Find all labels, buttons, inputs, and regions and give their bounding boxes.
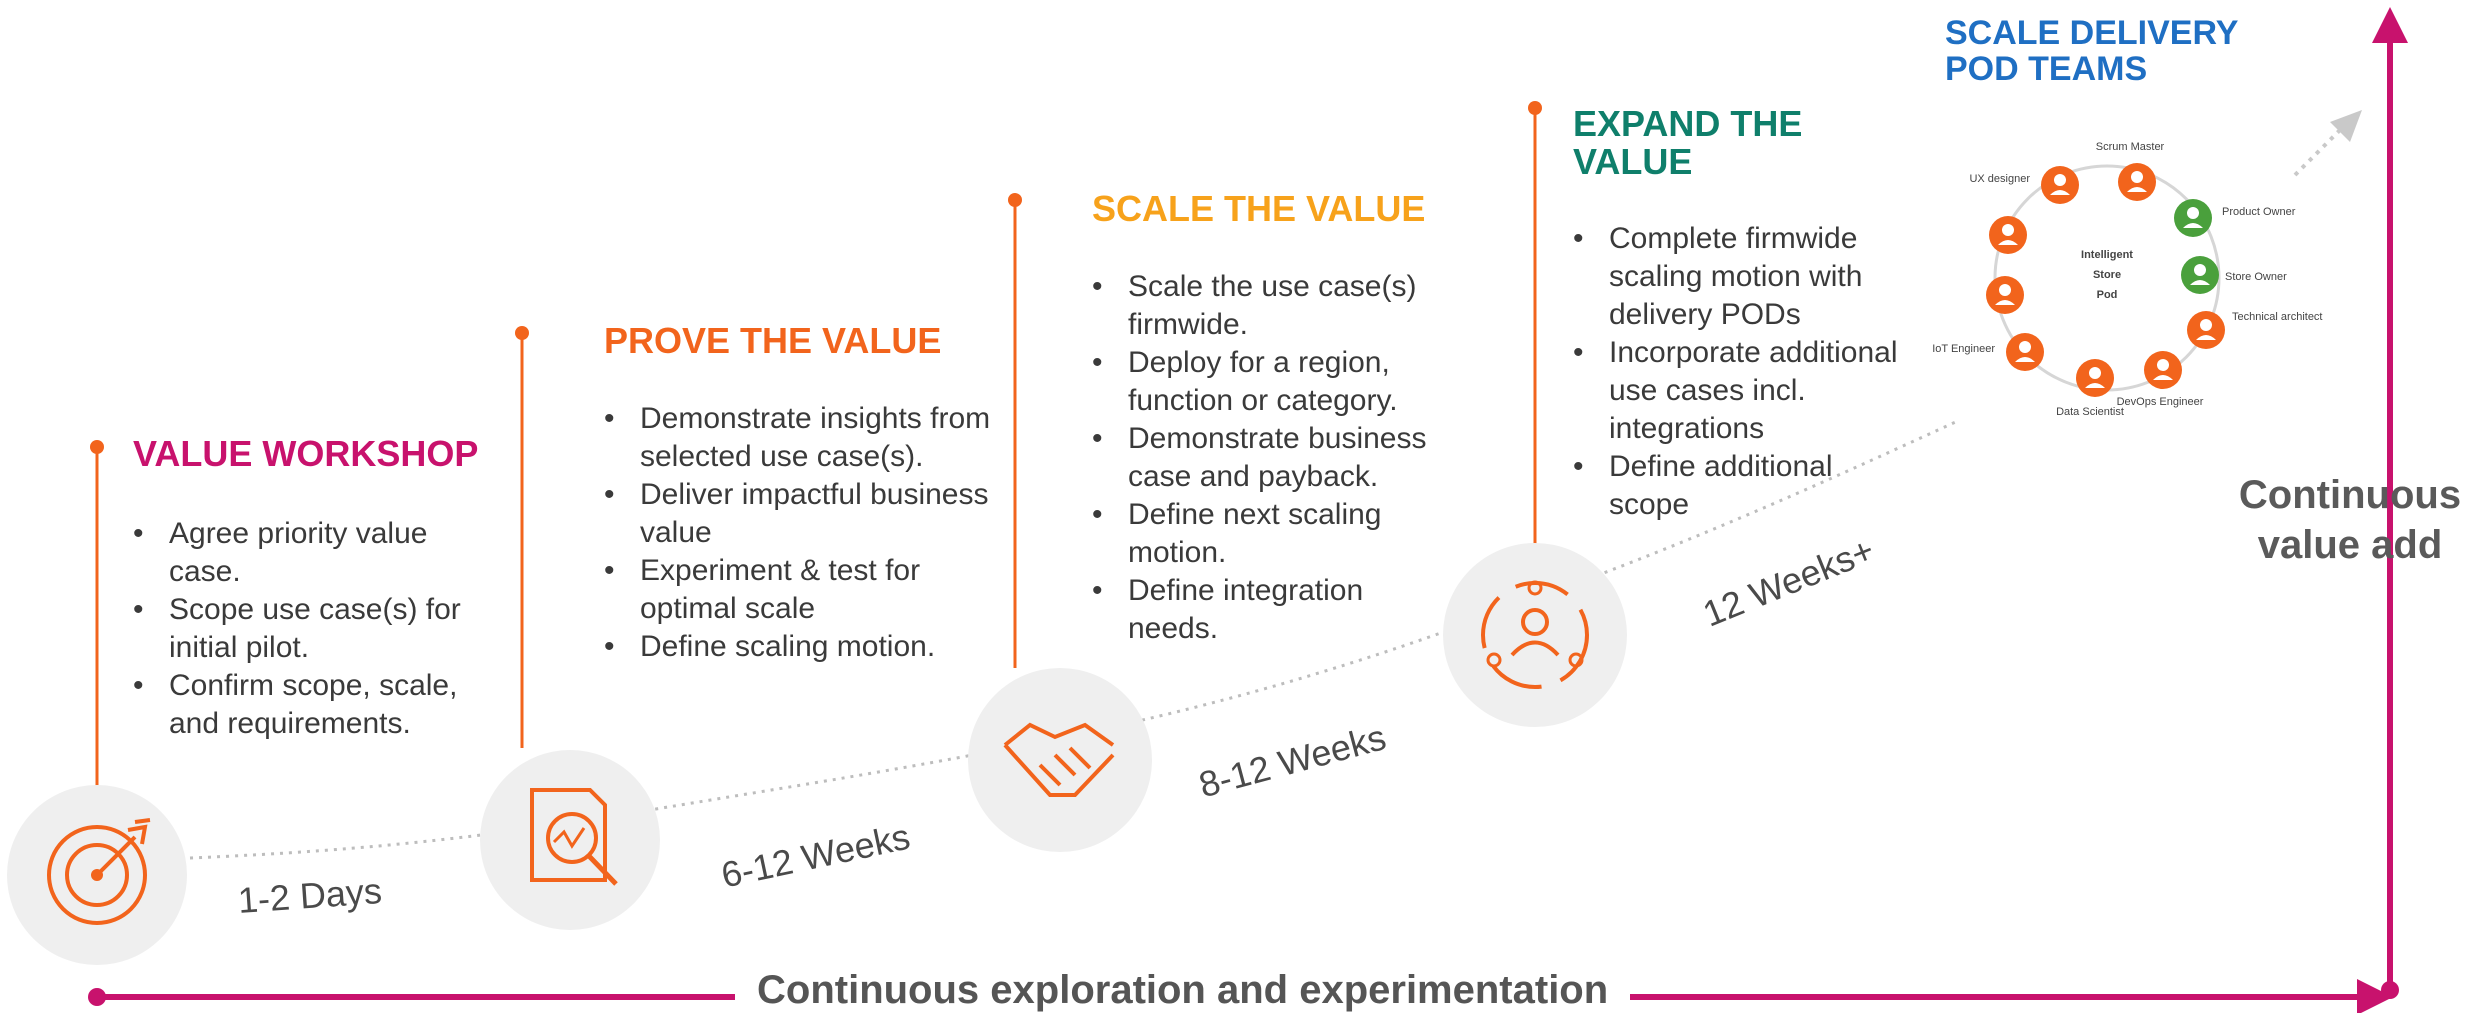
target-icon bbox=[7, 785, 187, 965]
stage-1-bullet-2: Scope use case(s) for initial pilot. bbox=[133, 591, 473, 667]
pod-center-label-2: Store bbox=[2093, 269, 2121, 281]
role-technical-architect: Technical architect bbox=[2232, 311, 2323, 323]
left-member-node bbox=[1986, 276, 2024, 314]
stage-2-bullet-2: Deliver impactful business value bbox=[604, 476, 1004, 552]
stage-2-bullet-1: Demonstrate insights from selected use c… bbox=[604, 400, 1004, 476]
bottom-axis-label: Continuous exploration and experimentati… bbox=[735, 968, 1631, 1013]
role-data-scientist: Data Scientist bbox=[2056, 406, 2124, 418]
stage-4-bullet-3: Define additional scope bbox=[1573, 448, 1913, 524]
stage-1-bullet-3: Confirm scope, scale, and requirements. bbox=[133, 667, 473, 743]
scrum-master-node bbox=[2118, 163, 2156, 201]
right-axis-label: Continuous value add bbox=[2238, 473, 2462, 567]
ux-designer-node bbox=[2041, 166, 2079, 204]
role-store-owner: Store Owner bbox=[2225, 271, 2287, 283]
pod-diagram: Intelligent Store Pod Scrum Master Produ… bbox=[1932, 141, 2322, 418]
stage-2-marker bbox=[515, 326, 529, 748]
stage-4-marker bbox=[1528, 101, 1542, 548]
stage-3-bullet-2: Deploy for a region, function or categor… bbox=[1092, 344, 1442, 420]
stage-3-bullets: Scale the use case(s) firmwide. Deploy f… bbox=[1092, 268, 1442, 648]
data-scientist-node bbox=[2076, 359, 2114, 397]
stage-3-bullet-1: Scale the use case(s) firmwide. bbox=[1092, 268, 1442, 344]
stage-1-bullets: Agree priority value case. Scope use cas… bbox=[133, 515, 473, 743]
stage-2-title: PROVE THE VALUE bbox=[604, 320, 942, 361]
technical-architect-node bbox=[2187, 311, 2225, 349]
stage-3-bullet-4: Define next scaling motion. bbox=[1092, 496, 1442, 572]
role-product-owner: Product Owner bbox=[2222, 206, 2296, 218]
pod-center-label-3: Pod bbox=[2097, 289, 2118, 301]
stage-3-marker bbox=[1008, 193, 1022, 668]
role-iot-engineer: IoT Engineer bbox=[1932, 343, 1995, 355]
stage-3-bullet-5: Define integration needs. bbox=[1092, 572, 1442, 648]
pod-center-label-1: Intelligent bbox=[2081, 249, 2133, 261]
stage-1-bullet-1: Agree priority value case. bbox=[133, 515, 473, 591]
stage-2-bullets: Demonstrate insights from selected use c… bbox=[604, 400, 1004, 666]
role-ux-designer: UX designer bbox=[1969, 173, 2030, 185]
handshake-icon bbox=[968, 668, 1152, 852]
pod-arrow bbox=[2293, 123, 2347, 177]
pod-title: SCALE DELIVERY POD TEAMS bbox=[1945, 14, 2238, 88]
stage-4-title: EXPAND THE VALUE bbox=[1573, 103, 1803, 182]
stage-4-bullet-2: Incorporate additional use cases incl. i… bbox=[1573, 334, 1913, 448]
stage-1-marker bbox=[90, 440, 104, 790]
stage-4-bullet-1: Complete firmwide scaling motion with de… bbox=[1573, 220, 1913, 334]
stage-2-bullet-4: Define scaling motion. bbox=[604, 628, 1004, 666]
role-devops-engineer: DevOps Engineer bbox=[2117, 396, 2204, 408]
people-network-icon bbox=[1443, 543, 1627, 727]
left-upper-member-node bbox=[1989, 216, 2027, 254]
pod-arrow-head bbox=[2330, 110, 2362, 142]
role-scrum-master: Scrum Master bbox=[2096, 141, 2165, 153]
stage-3-bullet-3: Demonstrate business case and payback. bbox=[1092, 420, 1442, 496]
store-owner-node bbox=[2181, 256, 2219, 294]
devops-engineer-node bbox=[2144, 351, 2182, 389]
stage-2-bullet-3: Experiment & test for optimal scale bbox=[604, 552, 1004, 628]
iot-engineer-node bbox=[2006, 333, 2044, 371]
stage-4-bullets: Complete firmwide scaling motion with de… bbox=[1573, 220, 1913, 524]
stage-1-title: VALUE WORKSHOP bbox=[133, 433, 479, 474]
stage-3-title: SCALE THE VALUE bbox=[1092, 188, 1426, 229]
document-analysis-icon bbox=[480, 750, 660, 930]
product-owner-node bbox=[2174, 199, 2212, 237]
